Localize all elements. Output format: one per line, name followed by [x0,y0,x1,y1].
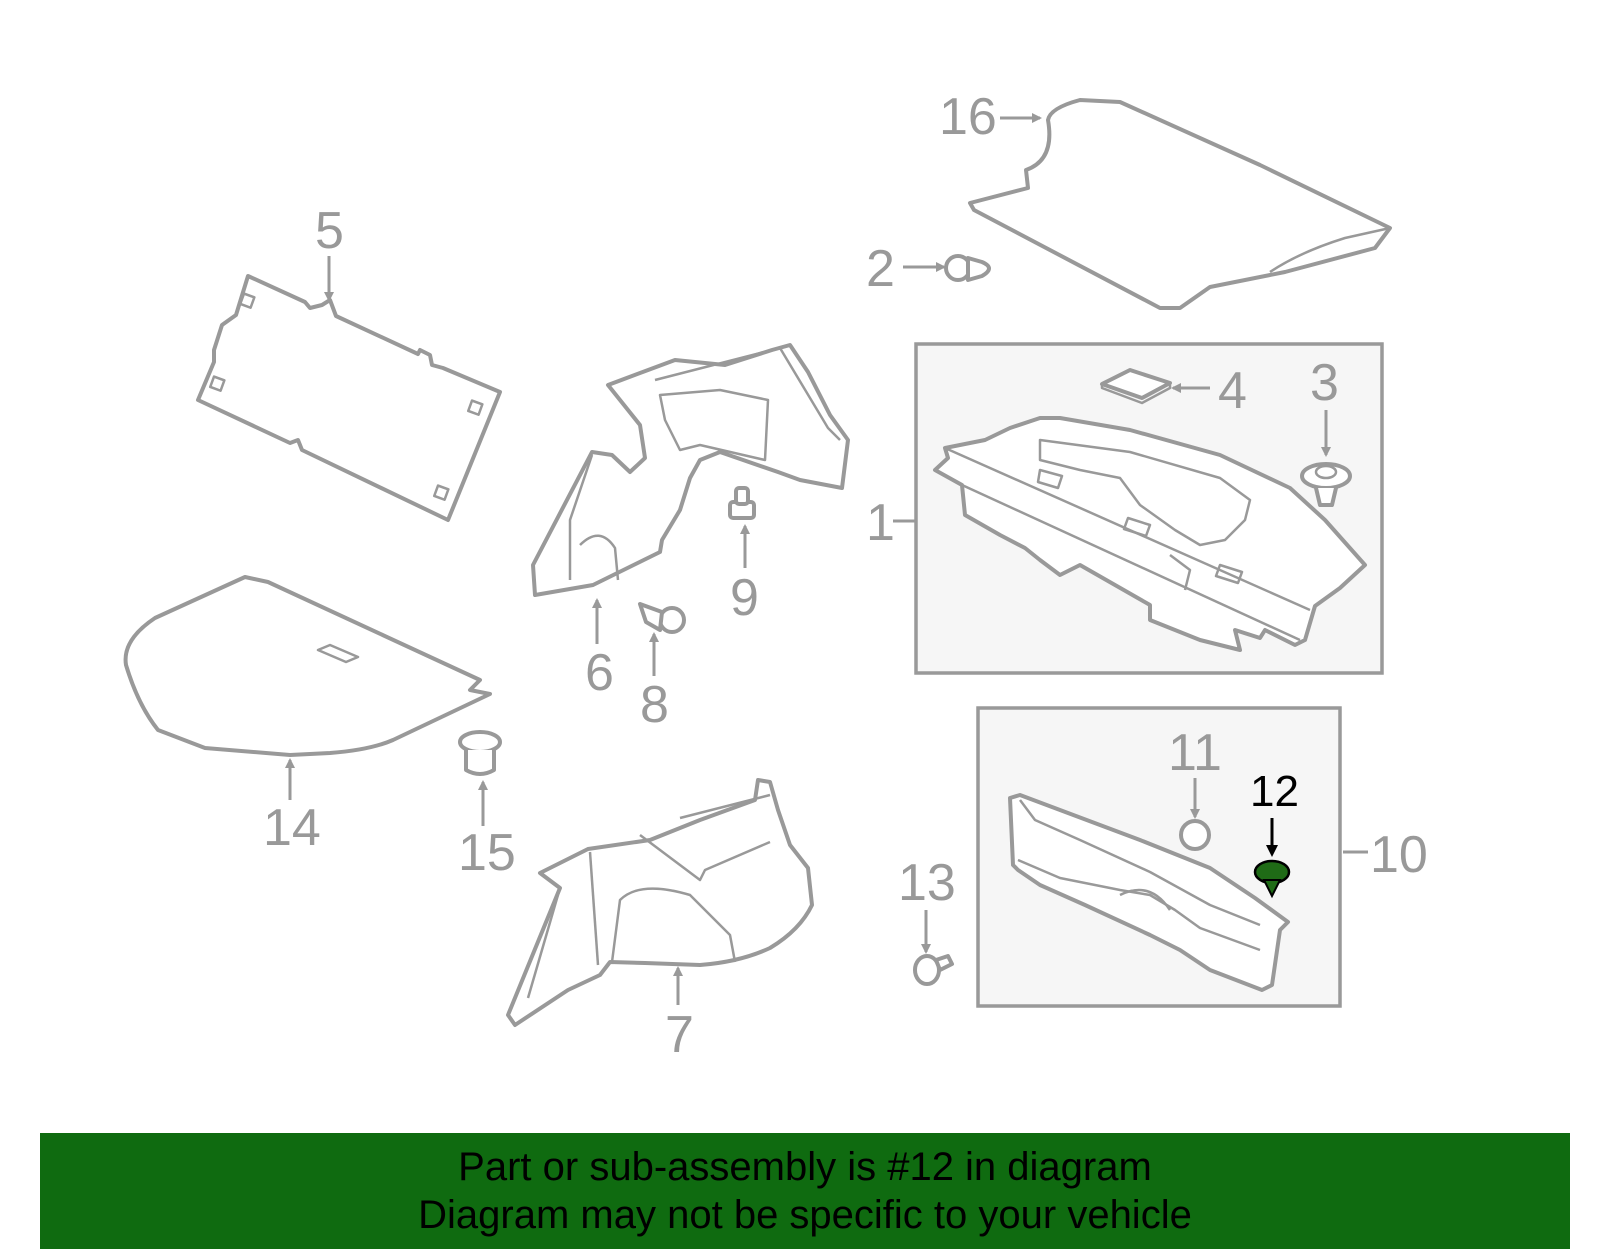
callout-14: 14 [263,799,321,857]
part-4-pad [1100,368,1172,405]
banner-line-2: Diagram may not be specific to your vehi… [418,1193,1192,1237]
part-8-clip [638,602,686,634]
banner-line-1: Part or sub-assembly is #12 in diagram [458,1145,1152,1189]
callout-10: 10 [1370,826,1428,884]
callout-4: 4 [1218,362,1247,420]
part-7-side-lining [506,778,814,1027]
callout-13: 13 [898,854,956,912]
part-10-rear-panel [1008,793,1290,992]
part-6-side-lining [531,343,850,597]
part-14-floor-mat [123,575,492,757]
callout-6: 6 [585,644,614,702]
part-5-panel [196,274,502,522]
callout-3: 3 [1310,354,1339,412]
callout-12: 12 [1250,767,1299,816]
callout-16: 16 [939,88,997,146]
info-banner: Part or sub-assembly is #12 in diagram D… [40,1133,1570,1249]
part-16-shelf-cover [968,98,1392,310]
part-11-grommet [1179,819,1211,851]
part-9-grommet [728,486,756,520]
callout-11: 11 [1168,724,1222,782]
callout-2: 2 [866,240,895,298]
part-1-rear-shelf [933,416,1367,652]
callout-7: 7 [665,1006,694,1064]
callout-9: 9 [730,569,759,627]
part-13-clip [913,954,954,986]
callout-1: 1 [866,494,895,552]
part-2-clip [944,254,991,282]
part-3-clip [1300,462,1352,507]
part-12-clip-highlighted [1253,859,1291,899]
callout-8: 8 [640,676,669,734]
callout-5: 5 [315,202,344,260]
callout-15: 15 [458,824,516,882]
part-15-plug [458,730,502,776]
